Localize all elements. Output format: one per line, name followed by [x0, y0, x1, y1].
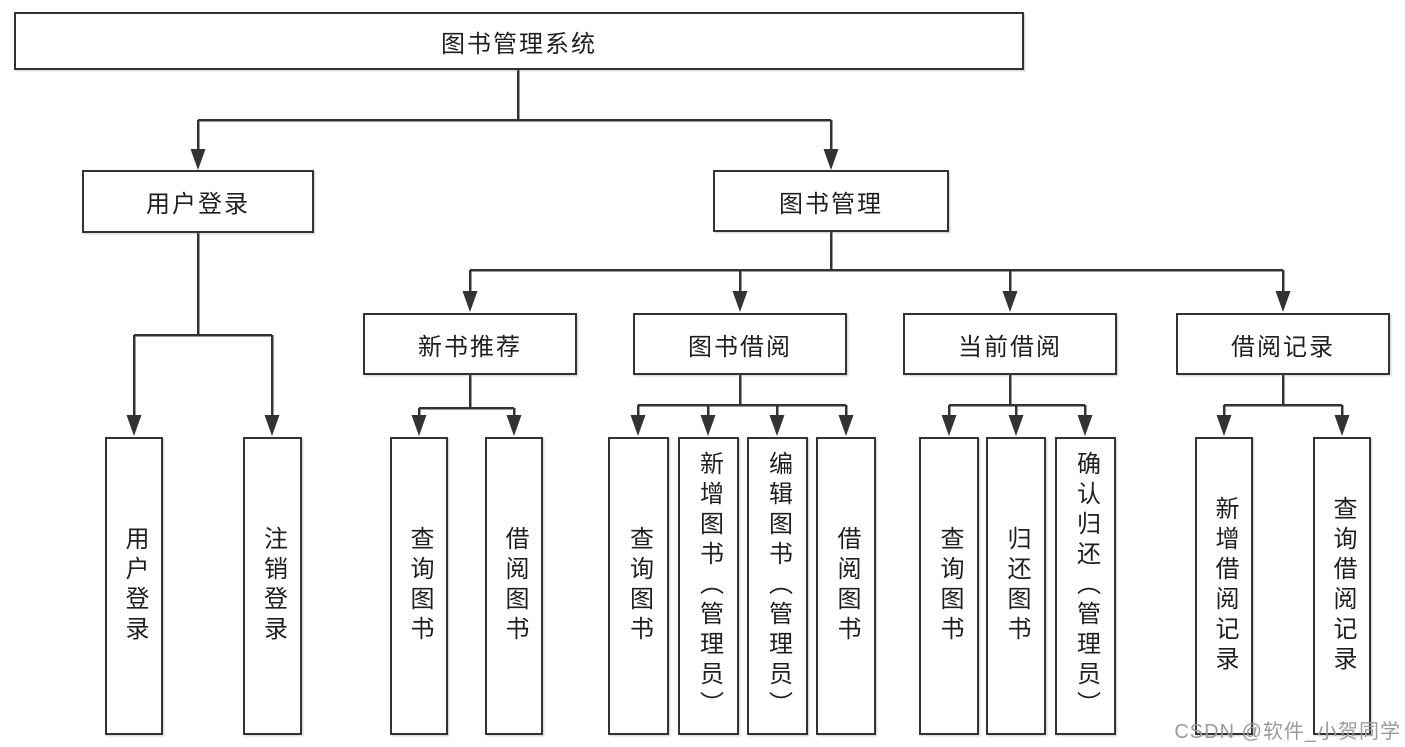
node-query-borrow-record: 查询借阅记录	[1313, 437, 1371, 735]
watermark: CSDN @软件_小贺同学	[1174, 721, 1401, 743]
node-borrow-books-recommend: 借阅图书	[485, 437, 543, 735]
node-add-borrow-record: 新增借阅记录	[1195, 437, 1253, 735]
node-query-books-recommend: 查询图书	[390, 437, 448, 735]
node-label: 借阅图书	[833, 526, 860, 646]
node-label: 借阅图书	[501, 526, 528, 646]
node-current-borrowing: 当前借阅	[903, 313, 1117, 375]
node-logout-leaf: 注销登录	[243, 437, 302, 735]
node-label: 图书借阅	[688, 333, 792, 361]
node-label: 图书管理	[779, 190, 883, 218]
node-label: 图书管理系统	[441, 30, 597, 58]
node-query-books-current: 查询图书	[919, 437, 979, 735]
node-add-books-admin: 新增图书（管理员）	[678, 437, 739, 735]
node-label: 查询图书	[406, 526, 433, 646]
node-edit-books-admin: 编辑图书（管理员）	[747, 437, 808, 735]
node-library-management-system: 图书管理系统	[14, 12, 1024, 70]
node-user-login-leaf: 用户登录	[105, 437, 163, 735]
node-borrowing-records: 借阅记录	[1176, 313, 1390, 375]
arrowhead-icons	[126, 149, 1350, 436]
node-label: 新增图书（管理员）	[695, 451, 723, 721]
node-user-login: 用户登录	[82, 170, 314, 233]
node-label: 用户登录	[146, 191, 250, 218]
node-confirm-return-admin: 确认归还（管理员）	[1055, 437, 1116, 735]
node-label: 新书推荐	[418, 333, 522, 361]
node-new-book-recommendation: 新书推荐	[363, 313, 577, 375]
node-label: 新增借阅记录	[1211, 496, 1238, 676]
node-label: 编辑图书（管理员）	[764, 451, 792, 721]
node-label: 注销登录	[259, 526, 287, 646]
node-book-borrowing: 图书借阅	[633, 313, 847, 375]
node-label: 查询借阅记录	[1329, 496, 1356, 676]
node-return-books: 归还图书	[986, 437, 1046, 735]
node-borrow-books-borrowing: 借阅图书	[816, 437, 876, 735]
tree-edges	[132, 70, 1344, 416]
node-label: 借阅记录	[1231, 333, 1335, 361]
node-label: 归还图书	[1003, 526, 1030, 646]
node-book-management: 图书管理	[713, 170, 949, 232]
node-query-books-borrowing: 查询图书	[608, 437, 669, 735]
node-label: 确认归还（管理员）	[1072, 451, 1100, 721]
node-label: 查询图书	[936, 526, 963, 646]
node-label: 查询图书	[625, 526, 653, 646]
node-label: 用户登录	[121, 526, 148, 646]
node-label: 当前借阅	[958, 333, 1062, 361]
